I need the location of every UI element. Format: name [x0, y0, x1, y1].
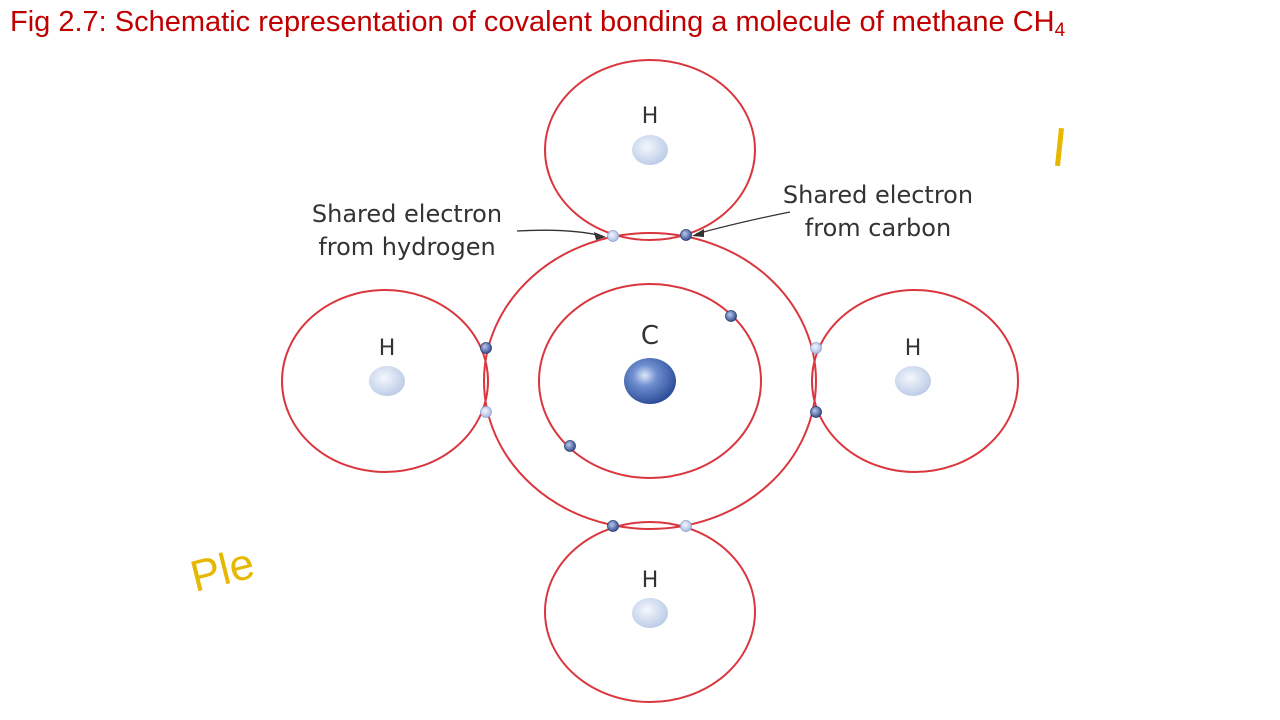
hydrogen-right-shell [811, 289, 1019, 473]
hydrogen-left-label: H [379, 336, 396, 361]
figure-title: Fig 2.7: Schematic representation of cov… [10, 6, 1065, 42]
carbon-inner-electron [564, 440, 576, 452]
shared-electron-hydrogen [810, 342, 822, 354]
overlay-partial-text: Ple [186, 539, 260, 602]
hydrogen-left-shell [281, 289, 489, 473]
hydrogen-bottom-nucleus [632, 598, 668, 628]
hydrogen-top-label: H [642, 104, 659, 129]
annotation-carbon-arrowhead [692, 229, 704, 237]
shared-electron-carbon [607, 520, 619, 532]
overlay-yellow-mark [1055, 127, 1064, 167]
figure-title-text: Fig 2.7: Schematic representation of cov… [10, 6, 1055, 38]
annotation-carbon-line2: from carbon [805, 214, 951, 242]
annotation-hydrogen-line1: Shared electron [312, 200, 502, 228]
annotation-hydrogen-arrow-line [516, 229, 603, 237]
shared-electron-carbon [480, 342, 492, 354]
hydrogen-top-shell [544, 59, 756, 241]
hydrogen-top-nucleus [632, 135, 668, 165]
shared-electron-hydrogen [607, 230, 619, 242]
carbon-inner-shell [538, 283, 762, 479]
annotation-hydrogen-arrowhead [594, 232, 606, 240]
shared-electron-hydrogen [480, 406, 492, 418]
hydrogen-bottom-label: H [642, 568, 659, 593]
orbits [281, 59, 1019, 703]
hydrogen-left-nucleus [369, 366, 405, 396]
annotation-hydrogen-line2: from hydrogen [318, 233, 495, 261]
carbon-inner-electron [725, 310, 737, 322]
figure-title-subscript: 4 [1054, 20, 1066, 41]
hydrogen-bottom-shell [544, 521, 756, 703]
annotation-carbon-line1: Shared electron [783, 181, 973, 209]
shared-electron-carbon [810, 406, 822, 418]
hydrogen-right-nucleus [895, 366, 931, 396]
carbon-label: C [641, 321, 659, 351]
shared-electron-hydrogen [680, 520, 692, 532]
annotation-carbon-arrow-line [695, 211, 791, 235]
carbon-nucleus [624, 358, 676, 404]
shared-electron-carbon [680, 229, 692, 241]
hydrogen-right-label: H [905, 336, 922, 361]
carbon-outer-shell [483, 232, 817, 530]
